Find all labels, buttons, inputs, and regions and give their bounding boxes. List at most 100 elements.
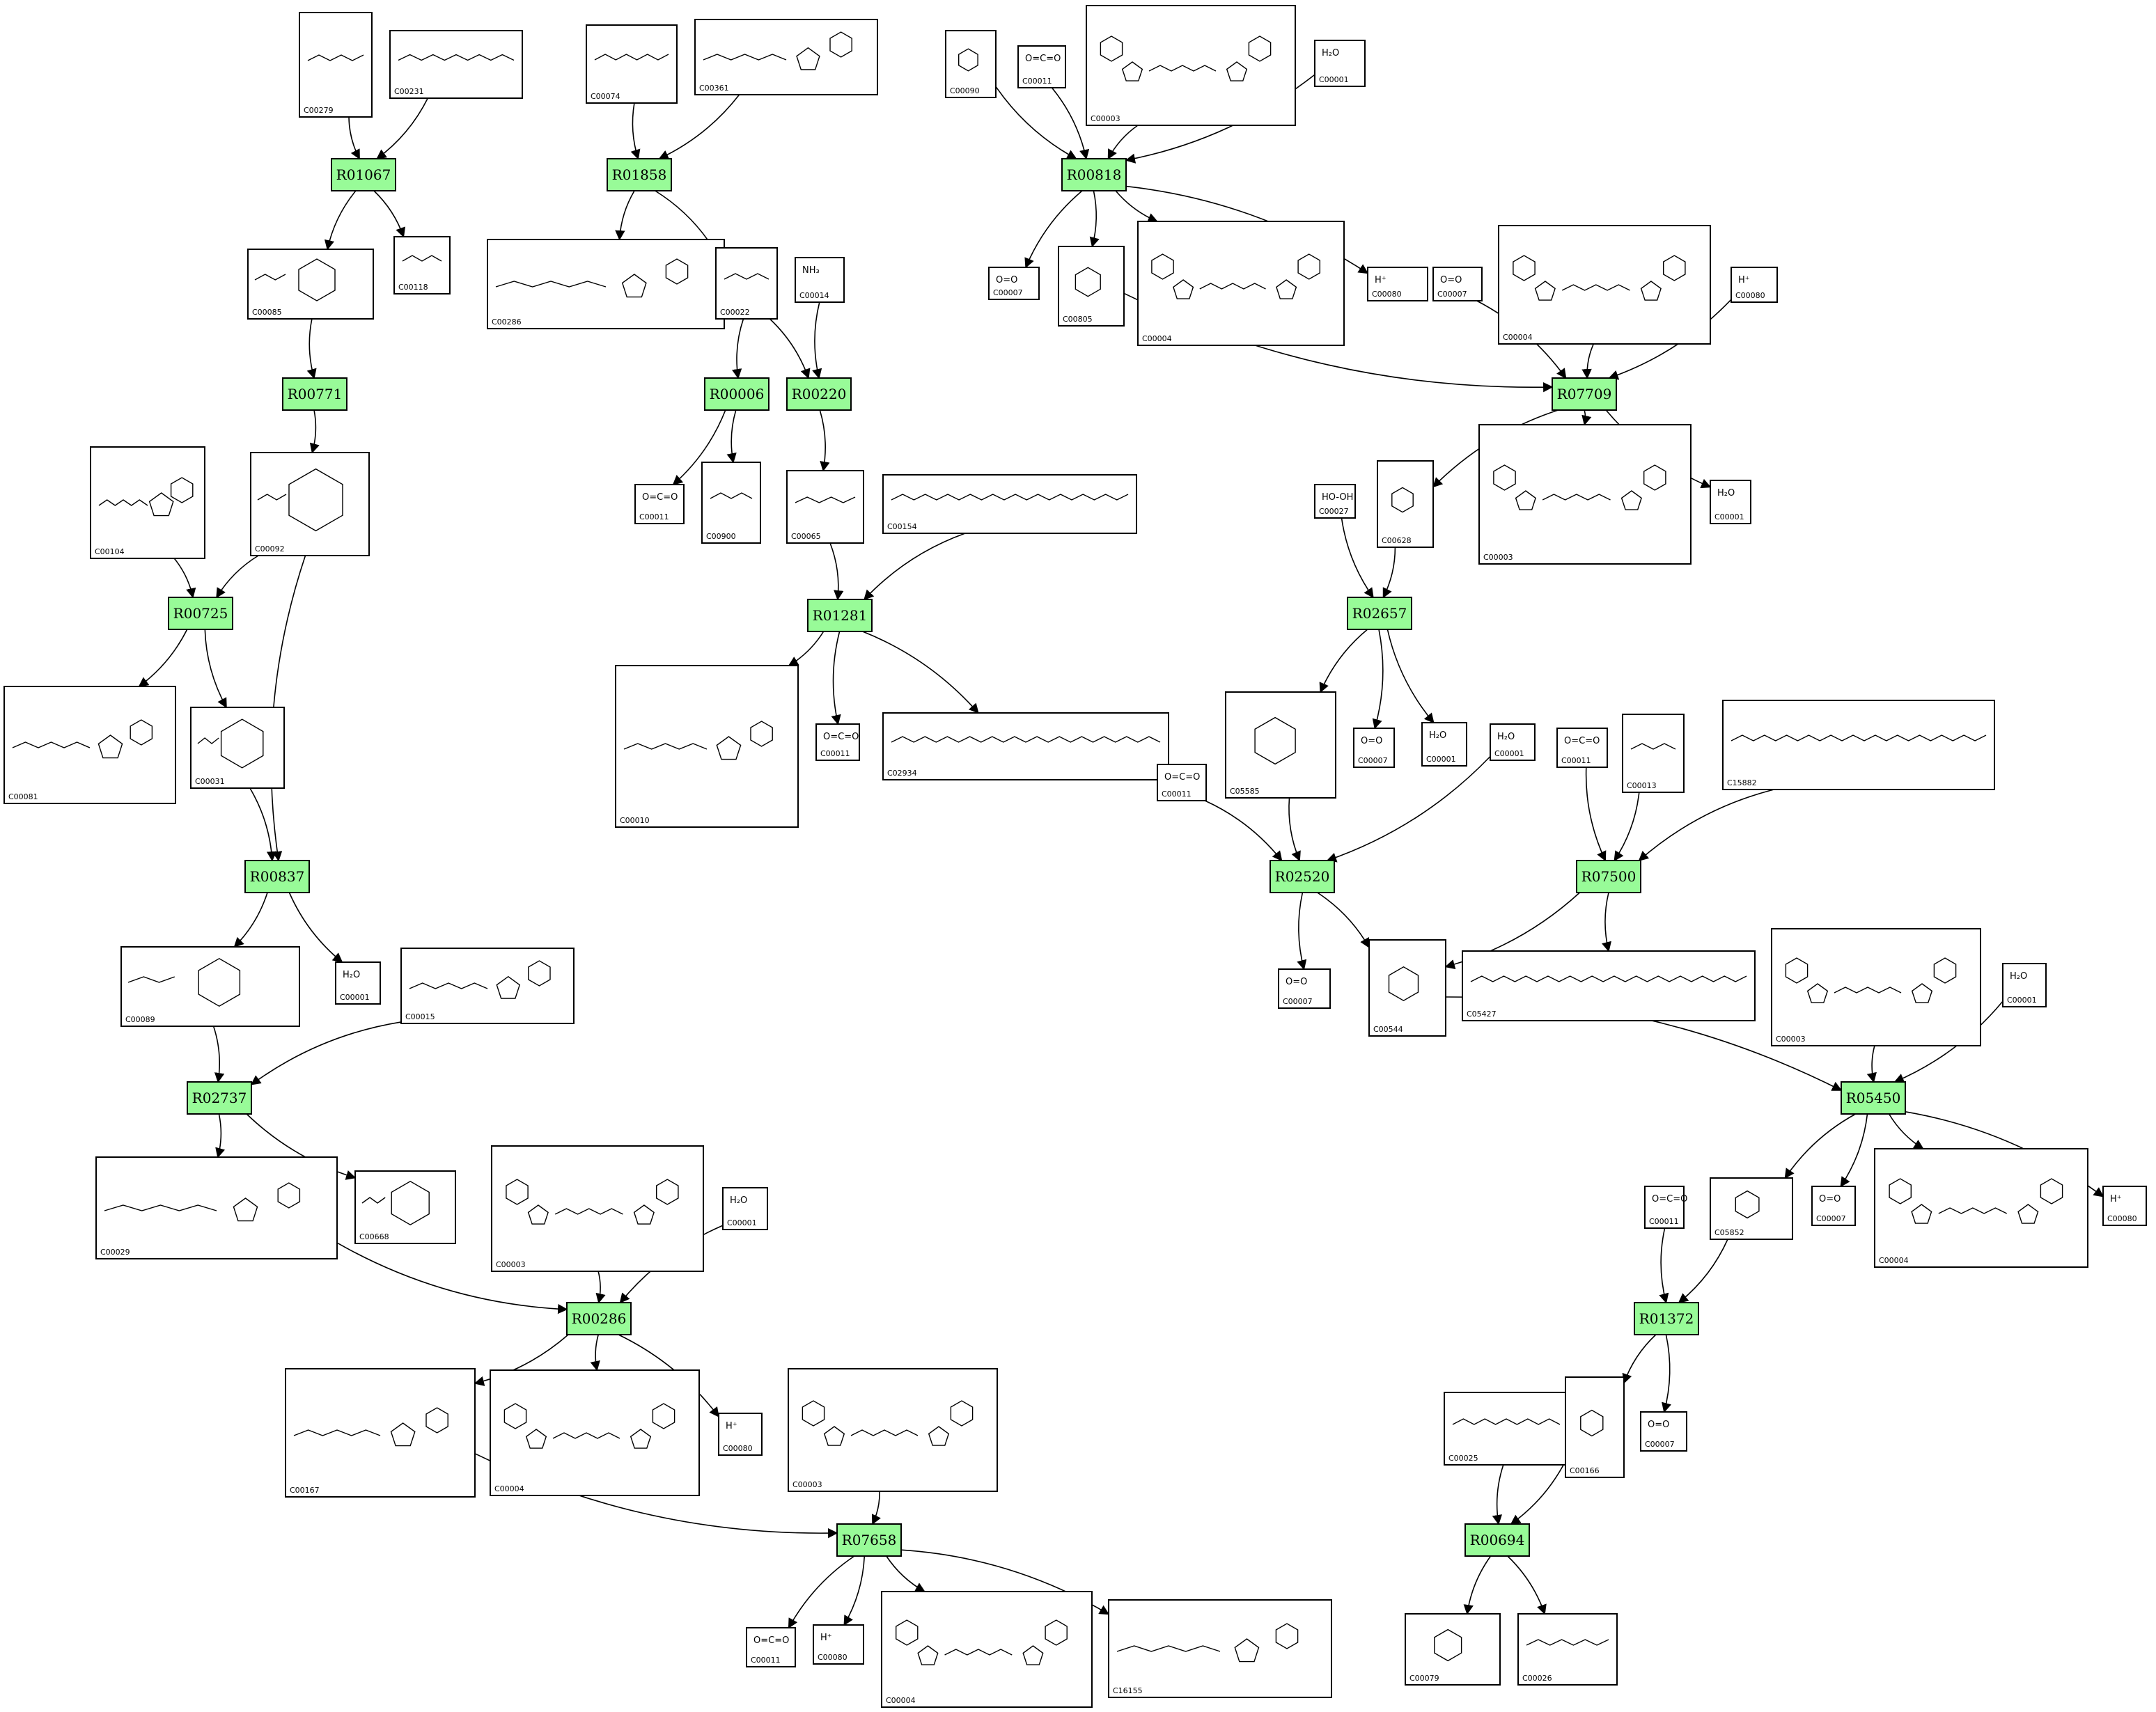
reaction-R07658[interactable]: R07658 xyxy=(836,1523,902,1557)
compound-C00166[interactable]: C00166 xyxy=(1565,1376,1625,1478)
reaction-R00220[interactable]: R00220 xyxy=(786,377,852,411)
reaction-R05450[interactable]: R05450 xyxy=(1841,1081,1906,1115)
compound-C00167[interactable]: C00167 xyxy=(285,1368,476,1498)
reaction-R00771[interactable]: R00771 xyxy=(282,377,347,411)
compound-C00080[interactable]: H⁺C00080 xyxy=(1367,267,1428,301)
compound-C00090[interactable]: C00090 xyxy=(945,30,997,98)
compound-C00092[interactable]: C00092 xyxy=(250,452,370,556)
compound-C00022[interactable]: C00022 xyxy=(715,247,778,320)
reaction-R07709[interactable]: R07709 xyxy=(1552,377,1617,411)
reaction-R01281[interactable]: R01281 xyxy=(807,599,873,632)
reaction-R02520[interactable]: R02520 xyxy=(1270,860,1335,893)
compound-box xyxy=(2002,963,2047,1007)
compound-C16155[interactable]: C16155 xyxy=(1108,1599,1332,1698)
compound-C00085[interactable]: C00085 xyxy=(247,249,374,320)
compound-box xyxy=(250,452,370,556)
compound-C00154[interactable]: C00154 xyxy=(882,474,1137,534)
compound-C00004[interactable]: C00004 xyxy=(1137,221,1345,346)
compound-formula: H₂O xyxy=(1429,730,1446,741)
compound-C00805[interactable]: C00805 xyxy=(1058,246,1125,327)
reaction-R00837[interactable]: R00837 xyxy=(244,860,310,893)
compound-C00286[interactable]: C00286 xyxy=(487,239,725,329)
compound-C15882[interactable]: C15882 xyxy=(1722,700,1995,790)
compound-C00025[interactable]: C00025 xyxy=(1444,1392,1569,1466)
reaction-R07500[interactable]: R07500 xyxy=(1576,860,1641,893)
reaction-R01858[interactable]: R01858 xyxy=(607,158,672,191)
compound-C00004[interactable]: C00004 xyxy=(881,1591,1093,1708)
compound-C00079[interactable]: C00079 xyxy=(1405,1613,1501,1686)
compound-C00003[interactable]: C00003 xyxy=(788,1368,998,1492)
compound-C00361[interactable]: C00361 xyxy=(694,19,878,95)
compound-C05427[interactable]: C05427 xyxy=(1462,950,1756,1021)
compound-C00279[interactable]: C00279 xyxy=(299,12,373,118)
edge-c43-r13 xyxy=(212,1026,225,1083)
compound-C00003[interactable]: C00003 xyxy=(1086,5,1296,126)
compound-C00081[interactable]: C00081 xyxy=(3,686,176,804)
reaction-R02737[interactable]: R02737 xyxy=(187,1081,252,1115)
reaction-R00006[interactable]: R00006 xyxy=(704,377,770,411)
compound-C00029[interactable]: C00029 xyxy=(95,1156,338,1259)
compound-C00544[interactable]: C00544 xyxy=(1368,939,1446,1037)
reaction-R00694[interactable]: R00694 xyxy=(1464,1523,1530,1557)
compound-C00026[interactable]: C00026 xyxy=(1517,1613,1618,1686)
compound-C00003[interactable]: C00003 xyxy=(491,1145,704,1272)
compound-C00003[interactable]: C00003 xyxy=(1478,424,1692,565)
compound-C00118[interactable]: C00118 xyxy=(393,236,451,295)
compound-C00004[interactable]: C00004 xyxy=(1874,1148,2088,1268)
compound-C00900[interactable]: C00900 xyxy=(701,462,761,544)
compound-C00013[interactable]: C00013 xyxy=(1622,714,1685,793)
reaction-R02657[interactable]: R02657 xyxy=(1347,597,1412,630)
reaction-R01372[interactable]: R01372 xyxy=(1634,1302,1699,1335)
compound-C05585[interactable]: C05585 xyxy=(1225,691,1336,799)
compound-C00080[interactable]: H⁺C00080 xyxy=(2102,1186,2147,1226)
compound-C02934[interactable]: C02934 xyxy=(882,712,1169,780)
reaction-R01067[interactable]: R01067 xyxy=(331,158,396,191)
compound-C00668[interactable]: C00668 xyxy=(354,1170,456,1244)
compound-C00074[interactable]: C00074 xyxy=(586,24,678,104)
edge-c6-r2 xyxy=(1107,125,1139,160)
compound-C00010[interactable]: C00010 xyxy=(615,665,799,828)
compound-C00231[interactable]: C00231 xyxy=(389,30,523,99)
reaction-R00286[interactable]: R00286 xyxy=(566,1302,632,1335)
reaction-id: R01281 xyxy=(813,607,868,624)
compound-C00065[interactable]: C00065 xyxy=(786,470,864,544)
compound-C00031[interactable]: C00031 xyxy=(190,707,285,789)
reaction-R00725[interactable]: R00725 xyxy=(168,597,233,630)
reaction-R00818[interactable]: R00818 xyxy=(1061,158,1127,191)
edge-r8-c33 xyxy=(831,631,841,725)
compound-C00004[interactable]: C00004 xyxy=(490,1369,700,1496)
compound-C00080[interactable]: H⁺C00080 xyxy=(813,1624,864,1665)
compound-C00003[interactable]: C00003 xyxy=(1771,928,1981,1046)
compound-C00015[interactable]: C00015 xyxy=(400,948,575,1024)
edge-c63-r17 xyxy=(872,1491,881,1525)
compound-C00089[interactable]: C00089 xyxy=(120,946,300,1027)
compound-C00104[interactable]: C00104 xyxy=(90,446,205,559)
compound-C00628[interactable]: C00628 xyxy=(1377,460,1434,548)
compound-C00080[interactable]: H⁺C00080 xyxy=(718,1413,763,1456)
compound-C00080[interactable]: H⁺C00080 xyxy=(1731,267,1778,303)
compound-C05852[interactable]: C05852 xyxy=(1710,1177,1793,1240)
compound-C00004[interactable]: C00004 xyxy=(1498,225,1711,345)
